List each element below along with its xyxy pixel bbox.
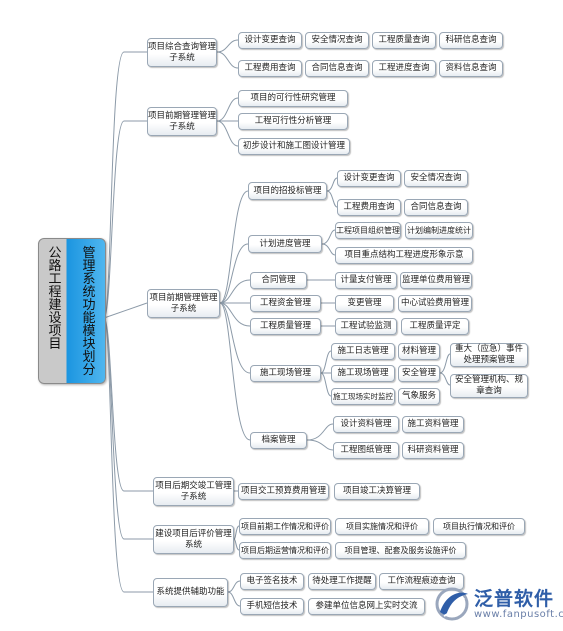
item-key-structure-progress[interactable]: 项目重点结构工程进度形象示意 [335, 247, 473, 264]
module-completion[interactable]: 项目后期交竣工管理子系统 [153, 477, 234, 506]
item-operation-evaluation[interactable]: 项目后期运营情况和评价 [239, 542, 331, 559]
item-construction-log[interactable]: 施工日志管理 [331, 343, 395, 360]
item-design-documents[interactable]: 设计资料管理 [333, 416, 399, 433]
item-project-organization[interactable]: 工程项目组织管理 [335, 222, 401, 239]
item-design-change-query-2[interactable]: 设计变更查询 [337, 170, 401, 187]
item-feasibility-study[interactable]: 项目的可行性研究管理 [238, 90, 348, 107]
item-measurement-payment[interactable]: 计量支付管理 [335, 272, 397, 289]
module-auxiliary[interactable]: 系统提供辅助功能 [153, 578, 228, 607]
item-execution-evaluation[interactable]: 项目执行情况和评价 [433, 518, 525, 535]
item-feasibility-analysis[interactable]: 工程可行性分析管理 [238, 113, 348, 130]
item-lab-cost[interactable]: 中心试验费用管理 [398, 295, 472, 312]
item-safety-query-2[interactable]: 安全情况查询 [404, 170, 468, 187]
module-label: 项目前期管理管理子系统 [149, 292, 218, 314]
item-safety-query[interactable]: 安全情况查询 [305, 32, 369, 49]
item-contract-query-2[interactable]: 合同信息查询 [404, 199, 468, 216]
item-site-monitoring[interactable]: 施工现场实时监控 [331, 388, 395, 405]
fanpu-logo: 泛普软件 www.fanpusoft.com [430, 582, 563, 628]
sub-contract[interactable]: 合同管理 [250, 272, 307, 289]
root-title-line1: 管理系统功能模块划分 [82, 246, 96, 378]
module-label: 系统提供辅助功能 [156, 587, 225, 597]
item-e-signature[interactable]: 电子签名技术 [240, 573, 304, 590]
item-safety-regulations[interactable]: 安全管理机构、规章查询 [450, 374, 528, 398]
sub-funds[interactable]: 工程资金管理 [250, 295, 321, 312]
item-cost-query[interactable]: 工程费用查询 [238, 60, 302, 77]
item-construction-documents[interactable]: 施工资料管理 [402, 416, 464, 433]
item-facility-evaluation[interactable]: 项目管理、配套及服务设施评价 [335, 542, 466, 559]
module-comprehensive-query[interactable]: 项目综合查询管理子系统 [147, 38, 217, 67]
item-final-accounts[interactable]: 项目竣工决算管理 [334, 483, 420, 500]
item-pending-reminder[interactable]: 待处理工作提醒 [308, 573, 376, 590]
item-sms[interactable]: 手机短信技术 [240, 598, 304, 615]
item-handover-budget[interactable]: 项目交工预算费用管理 [238, 483, 329, 500]
item-weather[interactable]: 气象服务 [398, 388, 440, 405]
module-label: 项目综合查询管理子系统 [148, 41, 217, 63]
module-label: 项目前期管理管理子系统 [148, 110, 217, 132]
module-label: 建设项目后评价管理系统 [155, 528, 232, 550]
item-online-exchange[interactable]: 参建单位信息网上实时交流 [308, 598, 425, 615]
item-research-query[interactable]: 科研信息查询 [439, 32, 503, 49]
sub-archive[interactable]: 档案管理 [250, 432, 307, 449]
item-drawings[interactable]: 工程图纸管理 [333, 442, 399, 459]
root-node: 管理系统功能模块划分 公路工程建设项目 [38, 238, 106, 384]
item-safety-management[interactable]: 安全管理 [398, 365, 440, 382]
sub-bidding[interactable]: 项目的招投标管理 [248, 182, 327, 200]
module-preliminary[interactable]: 项目前期管理管理子系统 [147, 107, 217, 136]
item-preliminary-design[interactable]: 初步设计和施工图设计管理 [238, 138, 350, 155]
item-quality-assessment[interactable]: 工程质量评定 [401, 318, 469, 335]
sub-schedule[interactable]: 计划进度管理 [248, 235, 322, 253]
module-post-evaluation[interactable]: 建设项目后评价管理系统 [153, 525, 234, 554]
item-progress-query[interactable]: 工程进度查询 [372, 60, 436, 77]
item-workflow-trace[interactable]: 工作流程痕迹查询 [379, 573, 464, 590]
item-emergency-plan[interactable]: 重大（应急）事件处理预案管理 [450, 343, 528, 367]
item-supervision-cost[interactable]: 监理单位费用管理 [400, 272, 472, 289]
item-design-change-query[interactable]: 设计变更查询 [238, 32, 302, 49]
item-document-query[interactable]: 资料信息查询 [439, 60, 503, 77]
item-site-management[interactable]: 施工现场管理 [331, 365, 395, 382]
sub-site[interactable]: 施工现场管理 [250, 365, 321, 382]
item-cost-query-2[interactable]: 工程费用查询 [337, 199, 401, 216]
item-materials[interactable]: 材料管理 [398, 343, 440, 360]
module-label: 项目后期交竣工管理子系统 [155, 480, 232, 502]
item-contract-query[interactable]: 合同信息查询 [305, 60, 369, 77]
item-research-documents[interactable]: 科研资料管理 [402, 442, 464, 459]
fanpu-logo-mark-icon [435, 587, 469, 621]
item-implementation-evaluation[interactable]: 项目实施情况和评价 [335, 518, 429, 535]
item-quality-query[interactable]: 工程质量查询 [372, 32, 436, 49]
logo-brand-name: 泛普软件 [474, 588, 555, 610]
item-plan-statistics[interactable]: 计划编制进度统计 [405, 222, 473, 239]
logo-url: www.fanpusoft.com [474, 609, 563, 620]
sub-quality[interactable]: 工程质量管理 [250, 318, 321, 335]
root-title-line2: 公路工程建设项目 [48, 246, 62, 352]
item-change-management[interactable]: 变更管理 [335, 295, 394, 312]
item-preliminary-evaluation[interactable]: 项目前期工作情况和评价 [239, 518, 331, 535]
module-construction[interactable]: 项目前期管理管理子系统 [147, 289, 220, 318]
item-test-monitoring[interactable]: 工程试验监测 [335, 318, 397, 335]
